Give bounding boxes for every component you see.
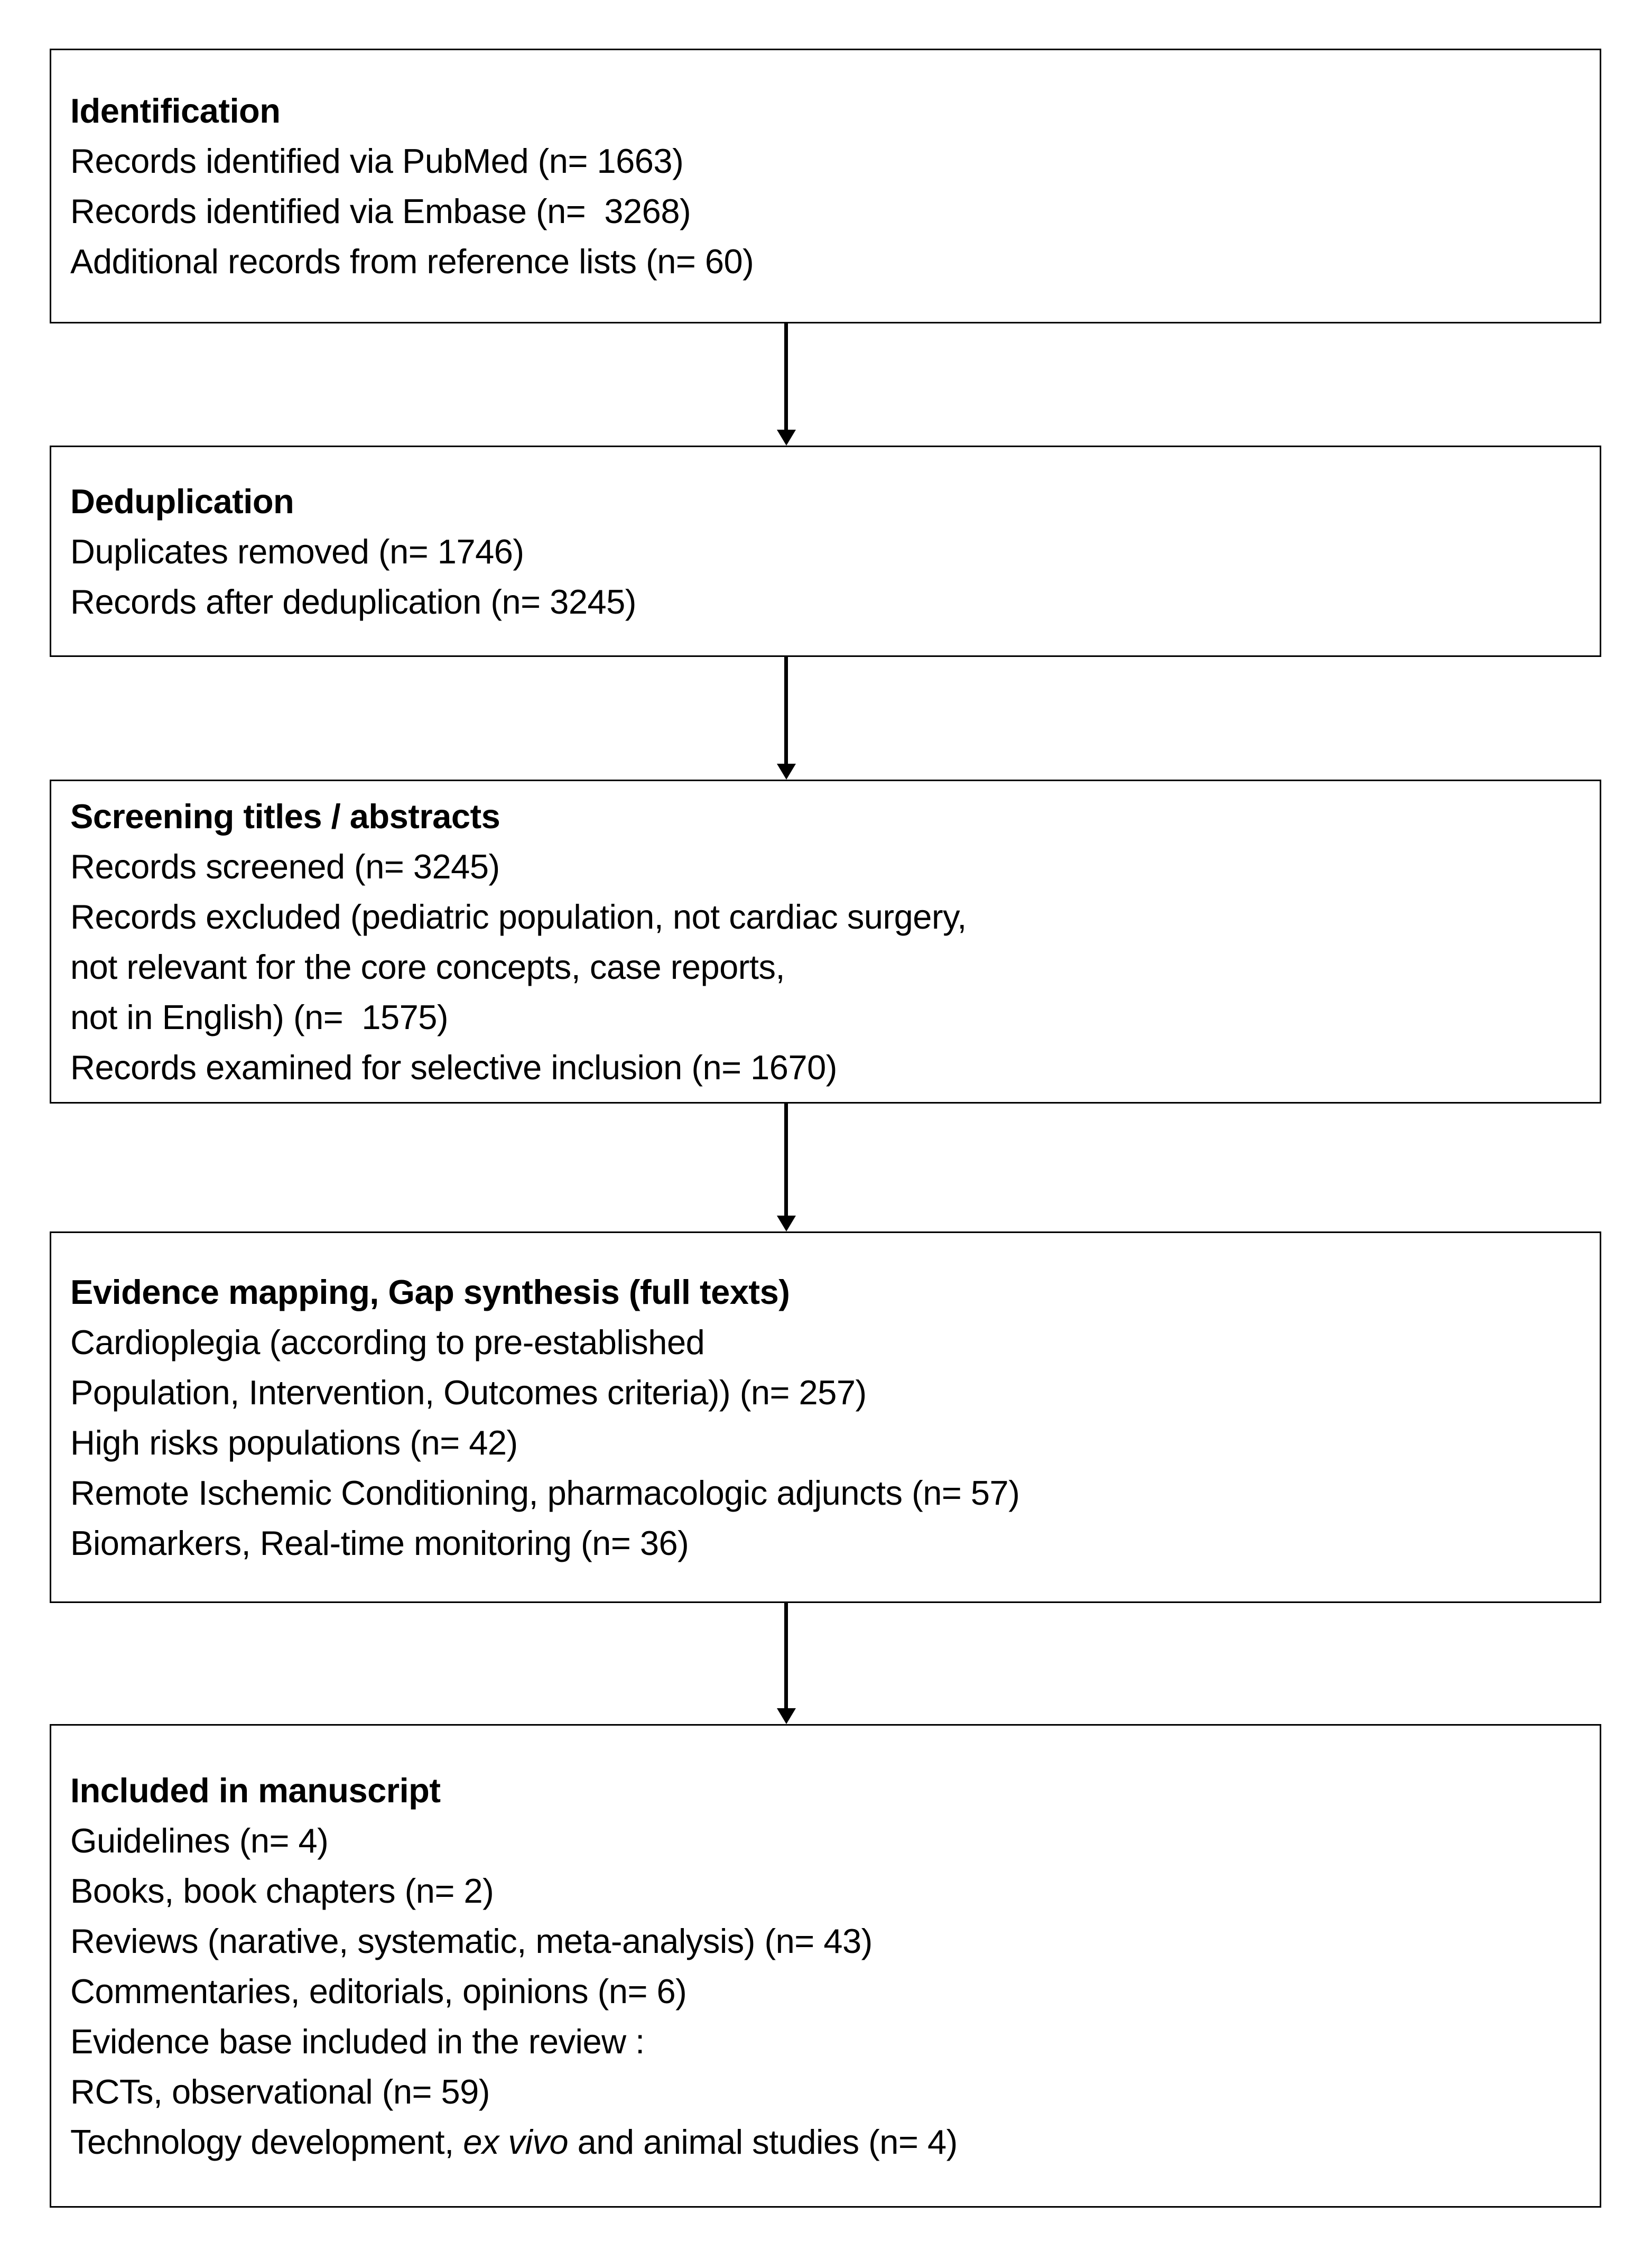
box-line: Reviews (narative, systematic, meta-anal… xyxy=(70,1916,1581,1966)
box-line: not in English) (n= 1575) xyxy=(70,992,1581,1042)
box-line: Records identified via PubMed (n= 1663) xyxy=(70,136,1581,186)
box-line-text: not relevant for the core concepts, case… xyxy=(70,947,785,986)
box-line: Guidelines (n= 4) xyxy=(70,1815,1581,1866)
box-line: Records excluded (pediatric population, … xyxy=(70,892,1581,942)
arrow-head-icon xyxy=(777,1216,796,1231)
box-line: Records identified via Embase (n= 3268) xyxy=(70,186,1581,236)
box-line: Duplicates removed (n= 1746) xyxy=(70,526,1581,577)
box-line-text: Duplicates removed (n= 1746) xyxy=(70,532,524,571)
box-line-text: Cardioplegia (according to pre-establish… xyxy=(70,1322,705,1361)
box-line: Books, book chapters (n= 2) xyxy=(70,1866,1581,1916)
down-arrow xyxy=(777,1603,796,1724)
box-line: not relevant for the core concepts, case… xyxy=(70,942,1581,992)
box-line: Records screened (n= 3245) xyxy=(70,841,1581,892)
box-line-text: Technology development, xyxy=(70,2122,463,2161)
box-title: Deduplication xyxy=(70,481,294,521)
box-line-text: Population, Intervention, Outcomes crite… xyxy=(70,1373,867,1412)
box-line-text: Reviews (narative, systematic, meta-anal… xyxy=(70,1921,873,1960)
down-arrow xyxy=(777,657,796,780)
arrow-shaft xyxy=(784,657,788,768)
box-title: Screening titles / abstracts xyxy=(70,796,500,836)
arrow-head-icon xyxy=(777,430,796,446)
box-line: Population, Intervention, Outcomes crite… xyxy=(70,1367,1581,1418)
box-line-text: High risks populations (n= 42) xyxy=(70,1423,518,1462)
box-line: Remote Ischemic Conditioning, pharmacolo… xyxy=(70,1468,1581,1518)
box-line: High risks populations (n= 42) xyxy=(70,1418,1581,1468)
box-line-text: Records identified via Embase (n= 3268) xyxy=(70,192,691,230)
down-arrow xyxy=(777,323,796,446)
box-line-text: RCTs, observational (n= 59) xyxy=(70,2072,490,2111)
box-line-text: Records excluded (pediatric population, … xyxy=(70,897,967,936)
box-line-text: Records identified via PubMed (n= 1663) xyxy=(70,142,684,180)
box-line-text: Additional records from reference lists … xyxy=(70,242,754,281)
box-line-text: Biomarkers, Real-time monitoring (n= 36) xyxy=(70,1523,689,1562)
box-line: Commentaries, editorials, opinions (n= 6… xyxy=(70,1966,1581,2016)
box-title: Evidence mapping, Gap synthesis (full te… xyxy=(70,1272,790,1311)
box-line: Additional records from reference lists … xyxy=(70,236,1581,286)
box-line-text: Books, book chapters (n= 2) xyxy=(70,1871,494,1910)
box-line-text: not in English) (n= 1575) xyxy=(70,997,449,1036)
arrow-shaft xyxy=(784,1603,788,1712)
box-line: Technology development, ex vivo and anim… xyxy=(70,2117,1581,2167)
box-title: Identification xyxy=(70,91,281,130)
box-line-text: Records examined for selective inclusion… xyxy=(70,1048,837,1087)
box-line-text: Commentaries, editorials, opinions (n= 6… xyxy=(70,1971,687,2011)
box-line: RCTs, observational (n= 59) xyxy=(70,2067,1581,2117)
box-line-text: Guidelines (n= 4) xyxy=(70,1821,329,1860)
down-arrow xyxy=(777,1104,796,1231)
flow-box-evidence-mapping: Evidence mapping, Gap synthesis (full te… xyxy=(50,1231,1601,1603)
box-line-text-italic: ex vivo xyxy=(463,2122,569,2161)
box-line-text: and animal studies (n= 4) xyxy=(568,2122,958,2161)
box-line-text: Records after deduplication (n= 3245) xyxy=(70,582,636,621)
box-line-text: Evidence base included in the review : xyxy=(70,2022,645,2061)
arrow-shaft xyxy=(784,323,788,434)
arrow-shaft xyxy=(784,1104,788,1220)
box-line: Cardioplegia (according to pre-establish… xyxy=(70,1317,1581,1367)
arrow-head-icon xyxy=(777,1708,796,1724)
box-line: Biomarkers, Real-time monitoring (n= 36) xyxy=(70,1518,1581,1568)
box-line: Records examined for selective inclusion… xyxy=(70,1042,1581,1092)
box-line: Records after deduplication (n= 3245) xyxy=(70,577,1581,627)
arrow-head-icon xyxy=(777,764,796,780)
box-title: Included in manuscript xyxy=(70,1771,441,1810)
box-line-text: Records screened (n= 3245) xyxy=(70,847,500,886)
box-line: Evidence base included in the review : xyxy=(70,2016,1581,2067)
box-line-text: Remote Ischemic Conditioning, pharmacolo… xyxy=(70,1473,1020,1512)
